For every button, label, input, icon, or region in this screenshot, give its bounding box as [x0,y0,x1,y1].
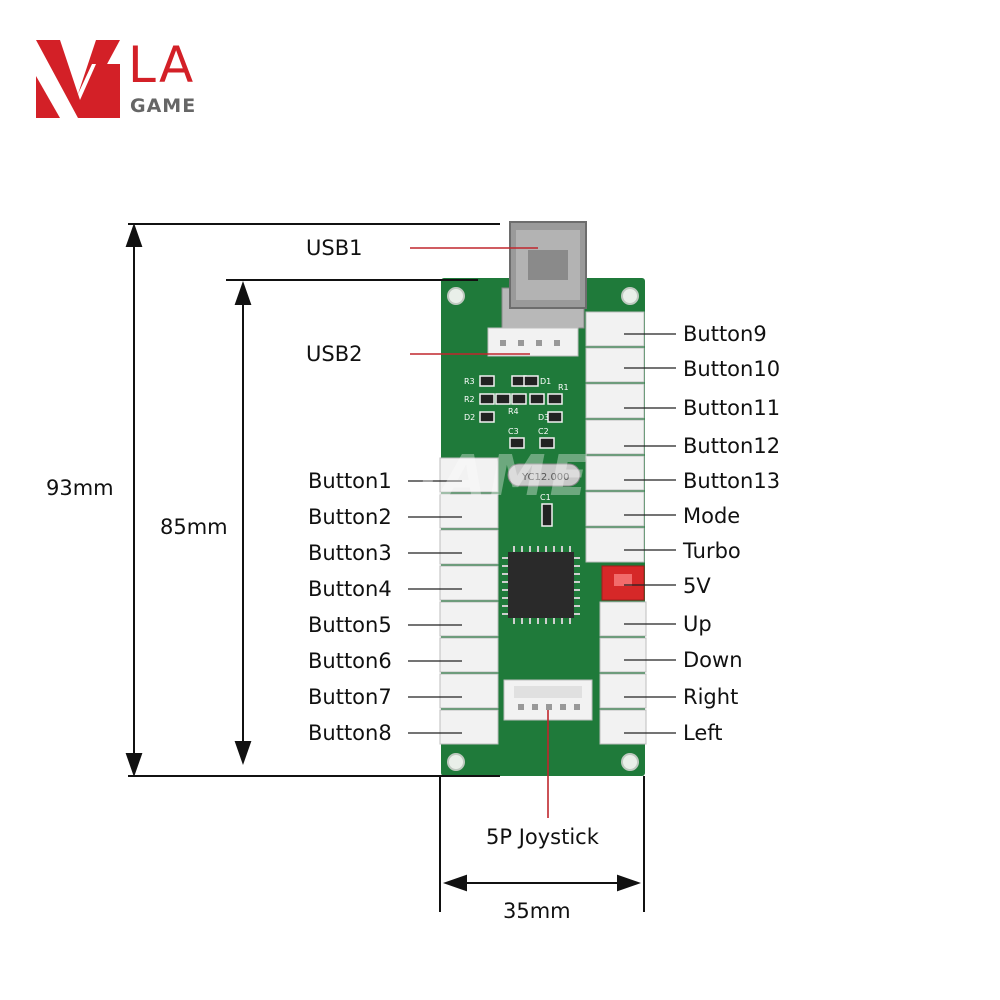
svg-text:C1: C1 [540,493,551,502]
svg-text:D1: D1 [540,377,551,386]
connector-label-button13: Button13 [683,469,781,493]
right-leaders [624,333,676,734]
svg-text:R3: R3 [464,377,475,386]
left-leaders [408,480,462,734]
connector-label-button11: Button11 [683,396,781,420]
dimension-lines [125,222,645,912]
dimension-outer-height: 93mm [46,476,114,500]
joystick-label: 5P Joystick [486,825,599,849]
watermark: LA GAME [282,444,592,509]
usb1-port [501,221,587,329]
mcu-chip [502,546,580,624]
svg-text:R2: R2 [464,395,475,404]
connector-label-down: Down [683,648,743,672]
connector-label-up: Up [683,612,712,636]
svg-text:C3: C3 [508,427,519,436]
crystal-marking: YC12.000 [521,472,570,483]
connector-label-right: Right [683,685,739,709]
logo-word: GAME [130,95,197,117]
connector-label-mode: Mode [683,504,741,528]
crystal: YC12.000 [507,463,581,487]
connector-label-button7: Button7 [308,685,392,709]
connector-label-left: Left [683,721,723,745]
connector-label-button2: Button2 [308,505,392,529]
left-connectors [439,457,499,745]
5v-connector [601,565,645,601]
connector-label-button5: Button5 [308,613,392,637]
svg-text:R4: R4 [508,407,519,416]
smd-components [479,375,563,527]
svg-text:D3: D3 [538,413,549,422]
dimension-inner-height: 85mm [160,515,228,539]
connector-label-button9: Button9 [683,322,767,346]
dimension-width: 35mm [503,899,571,923]
usb2-label: USB2 [306,342,363,366]
logo-letters: LA [128,36,196,94]
usb1-label: USB1 [306,236,363,260]
connector-label-button3: Button3 [308,541,392,565]
connector-label-turbo: Turbo [683,539,741,563]
logo-mark [36,40,120,118]
svg-text:D2: D2 [464,413,475,422]
usb-leaders [410,247,538,355]
mounting-holes [447,287,639,771]
right-connectors [585,311,647,745]
connector-label-button4: Button4 [308,577,392,601]
connector-label-button10: Button10 [683,357,781,381]
connector-label-button1: Button1 [308,469,392,493]
connector-label-button6: Button6 [308,649,392,673]
connector-label-5v: 5V [683,574,711,598]
svg-text:R1: R1 [558,383,569,392]
connector-label-button8: Button8 [308,721,392,745]
svg-text:C2: C2 [538,427,549,436]
connector-label-button12: Button12 [683,434,781,458]
